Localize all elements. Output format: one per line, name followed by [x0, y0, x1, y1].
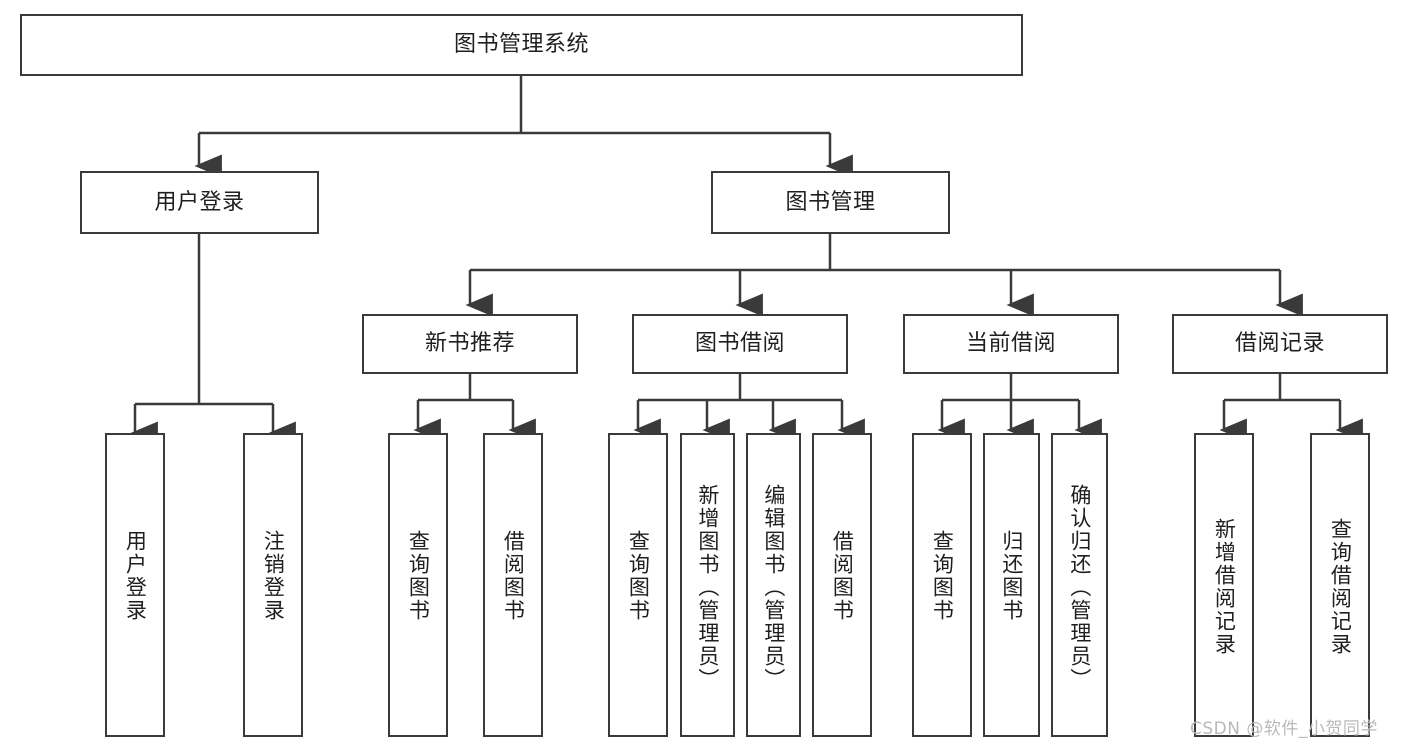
leaf-newbook-query-book[interactable]: 查询图书 [388, 433, 448, 737]
leaf-bookborrow-borrow-book[interactable]: 借阅图书 [812, 433, 872, 737]
node-label: 归还图书 [999, 530, 1024, 622]
leaf-bookborrow-query-book[interactable]: 查询图书 [608, 433, 668, 737]
node-label: 查询图书 [626, 530, 651, 622]
leaf-currentborrow-query-book[interactable]: 查询图书 [912, 433, 972, 737]
leaf-bookborrow-add-book-admin[interactable]: 新增图书（管理员） [680, 433, 735, 737]
node-label: 查询图书 [406, 530, 431, 622]
node-new-book-recommend[interactable]: 新书推荐 [362, 314, 578, 374]
node-book-management[interactable]: 图书管理 [711, 171, 950, 234]
node-label: 查询图书 [930, 530, 955, 622]
leaf-user-login[interactable]: 用户登录 [105, 433, 165, 737]
node-label: 借阅记录 [1234, 331, 1325, 357]
node-label: 用户登录 [123, 530, 148, 622]
csdn-watermark: CSDN @软件_小贺同学 [1190, 719, 1378, 739]
node-label: 新增图书（管理员） [695, 483, 720, 691]
leaf-borrowrecords-query-record[interactable]: 查询借阅记录 [1310, 433, 1370, 737]
node-label: 查询借阅记录 [1328, 518, 1353, 656]
node-label: 借阅图书 [501, 530, 526, 622]
node-label: 确认归还（管理员） [1067, 483, 1092, 691]
node-label: 编辑图书（管理员） [761, 483, 786, 691]
node-label: 注销登录 [261, 530, 286, 622]
leaf-logout[interactable]: 注销登录 [243, 433, 303, 737]
node-label: 当前借阅 [965, 331, 1056, 357]
node-label: 图书借阅 [694, 331, 785, 357]
node-current-borrow[interactable]: 当前借阅 [903, 314, 1119, 374]
node-user-login[interactable]: 用户登录 [80, 171, 319, 234]
leaf-currentborrow-return-book[interactable]: 归还图书 [983, 433, 1040, 737]
leaf-newbook-borrow-book[interactable]: 借阅图书 [483, 433, 543, 737]
node-label: 新书推荐 [424, 331, 515, 357]
node-label: 图书管理 [785, 189, 876, 215]
node-label: 借阅图书 [830, 530, 855, 622]
node-label: 新增借阅记录 [1212, 518, 1237, 656]
leaf-borrowrecords-add-record[interactable]: 新增借阅记录 [1194, 433, 1254, 737]
node-label: 图书管理系统 [453, 32, 589, 58]
leaf-bookborrow-edit-book-admin[interactable]: 编辑图书（管理员） [746, 433, 801, 737]
node-borrow-records[interactable]: 借阅记录 [1172, 314, 1388, 374]
node-book-borrow[interactable]: 图书借阅 [632, 314, 848, 374]
node-root-book-management-system[interactable]: 图书管理系统 [20, 14, 1023, 76]
node-label: 用户登录 [154, 189, 245, 215]
leaf-currentborrow-confirm-return-admin[interactable]: 确认归还（管理员） [1051, 433, 1108, 737]
